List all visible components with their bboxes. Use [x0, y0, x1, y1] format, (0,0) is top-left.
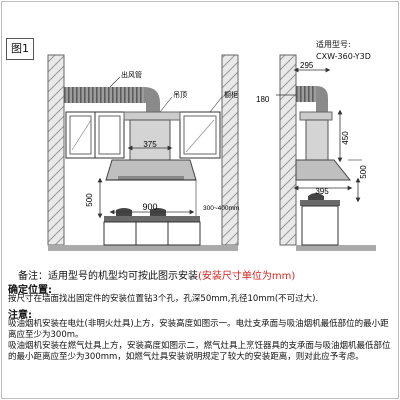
section-position-text: 按尺寸在墙面找出固定件的安装位置钻3个孔，孔深50mm,孔径10mm(不可过大)…: [8, 294, 319, 304]
note-highlight: (安装尺寸单位为mm): [198, 271, 296, 282]
left-wall: [47, 54, 65, 246]
label-hanger: 吊顶: [173, 91, 187, 99]
dim-500-right: 500: [359, 165, 368, 179]
section-note-title: 注意:: [8, 310, 32, 321]
side-wall: [279, 54, 297, 246]
dim-900: 900: [142, 202, 157, 212]
model-code: CXW-360-Y3D: [316, 52, 371, 61]
note-line: 备注：适用型号的机型均可按此图示安装(安装尺寸单位为mm): [18, 267, 295, 282]
side-hood: [295, 159, 352, 181]
right-cabinet: [179, 111, 221, 159]
dim-450: 450: [341, 131, 350, 145]
floor: [48, 245, 238, 251]
label-outlet-pipe: 出风管: [121, 70, 142, 79]
right-wall: [221, 54, 239, 246]
dim-295: 295: [300, 61, 314, 70]
installation-diagram: 375 500 900 300~400mm 出风管 吊顶 橱柜 295 180 …: [47, 54, 376, 251]
dim-180: 180: [256, 95, 270, 104]
dim-500: 500: [85, 193, 94, 207]
counter: [104, 216, 200, 222]
label-cabinet: 橱柜: [224, 90, 238, 99]
lower-cabinet: [103, 221, 201, 246]
dim-395: 395: [315, 187, 329, 196]
note-prefix: 备注：适用型号的机型均可按此图示安装: [18, 271, 198, 282]
model-caption: 适用型号:: [316, 40, 351, 49]
duct-elbow: [144, 87, 160, 112]
section-note-text1: 吸油烟机安装在电灶(非明火灶具)上方，安装高度如图示一。电灶支承面与吸油烟机最低…: [8, 319, 389, 340]
dim-375: 375: [143, 140, 157, 149]
section-note-text2: 吸油烟机安装在燃气灶具上方，安装高度如图示二，燃气灶具上烹饪器具的支承面与吸油烟…: [8, 341, 391, 362]
figure-label: 图1: [6, 38, 34, 60]
section-position-title: 确定位置:: [8, 285, 52, 296]
outlet-duct: [64, 87, 144, 103]
dim-range: 300~400mm: [203, 205, 239, 212]
